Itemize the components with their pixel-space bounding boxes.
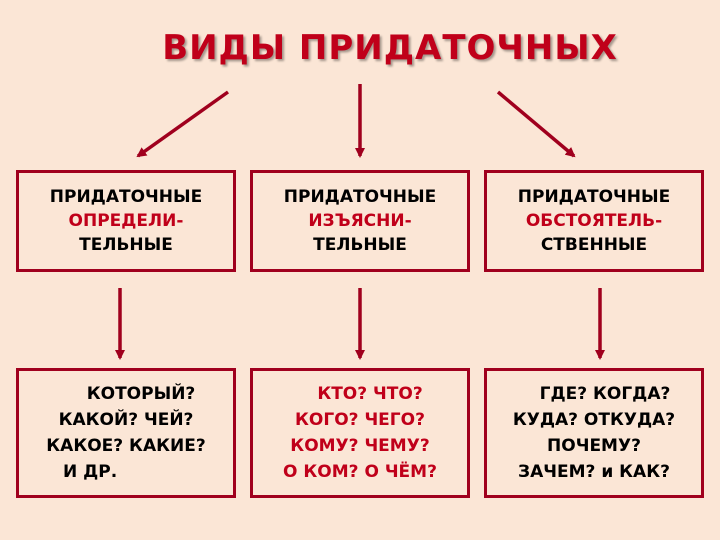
category-box-attributive: ПРИДАТОЧНЫЕ ОПРЕДЕЛИ- ТЕЛЬНЫЕ [16,170,236,272]
question-line: КАКОЕ? КАКИЕ? [46,436,206,456]
question-line: О КОМ? О ЧЁМ? [283,462,437,482]
category-label: ПРИДАТОЧНЫЕ [517,187,671,207]
category-label: ОБСТОЯТЕЛЬ- [525,211,663,231]
category-label: ПРИДАТОЧНЫЕ [49,187,203,207]
question-line: ПОЧЕМУ? [547,436,641,456]
questions-box-attributive: КОТОРЫЙ? КАКОЙ? ЧЕЙ? КАКОЕ? КАКИЕ? И ДР. [16,368,236,498]
category-label: СТВЕННЫЕ [540,235,648,255]
question-line: ГДЕ? КОГДА? [539,384,671,404]
questions-box-explanatory: КТО? ЧТО? КОГО? ЧЕГО? КОМУ? ЧЕМУ? О КОМ?… [250,368,470,498]
question-line: КТО? ЧТО? [317,384,423,404]
category-box-explanatory: ПРИДАТОЧНЫЕ ИЗЪЯСНИ- ТЕЛЬНЫЕ [250,170,470,272]
question-line: КОМУ? ЧЕМУ? [290,436,430,456]
diagram-title: ВИДЫ ПРИДАТОЧНЫХ [162,28,618,68]
questions-box-adverbial: ГДЕ? КОГДА? КУДА? ОТКУДА? ПОЧЕМУ? ЗАЧЕМ?… [484,368,704,498]
arrow-to-adverbial [496,90,576,158]
category-label: ОПРЕДЕЛИ- [68,211,184,231]
category-label: ПРИДАТОЧНЫЕ [283,187,437,207]
category-label: ТЕЛЬНЫЕ [313,235,407,255]
arrow-to-attributive [136,90,230,158]
category-label: ТЕЛЬНЫЕ [79,235,173,255]
question-line: КАКОЙ? ЧЕЙ? [58,410,194,430]
question-line: КУДА? ОТКУДА? [512,410,676,430]
question-line: ЗАЧЕМ? и КАК? [518,462,670,482]
category-label: ИЗЪЯСНИ- [308,211,412,231]
question-line: КОТОРЫЙ? [86,384,196,404]
question-line: КОГО? ЧЕГО? [295,410,425,430]
question-line: И ДР. [63,462,118,482]
category-box-adverbial: ПРИДАТОЧНЫЕ ОБСТОЯТЕЛЬ- СТВЕННЫЕ [484,170,704,272]
